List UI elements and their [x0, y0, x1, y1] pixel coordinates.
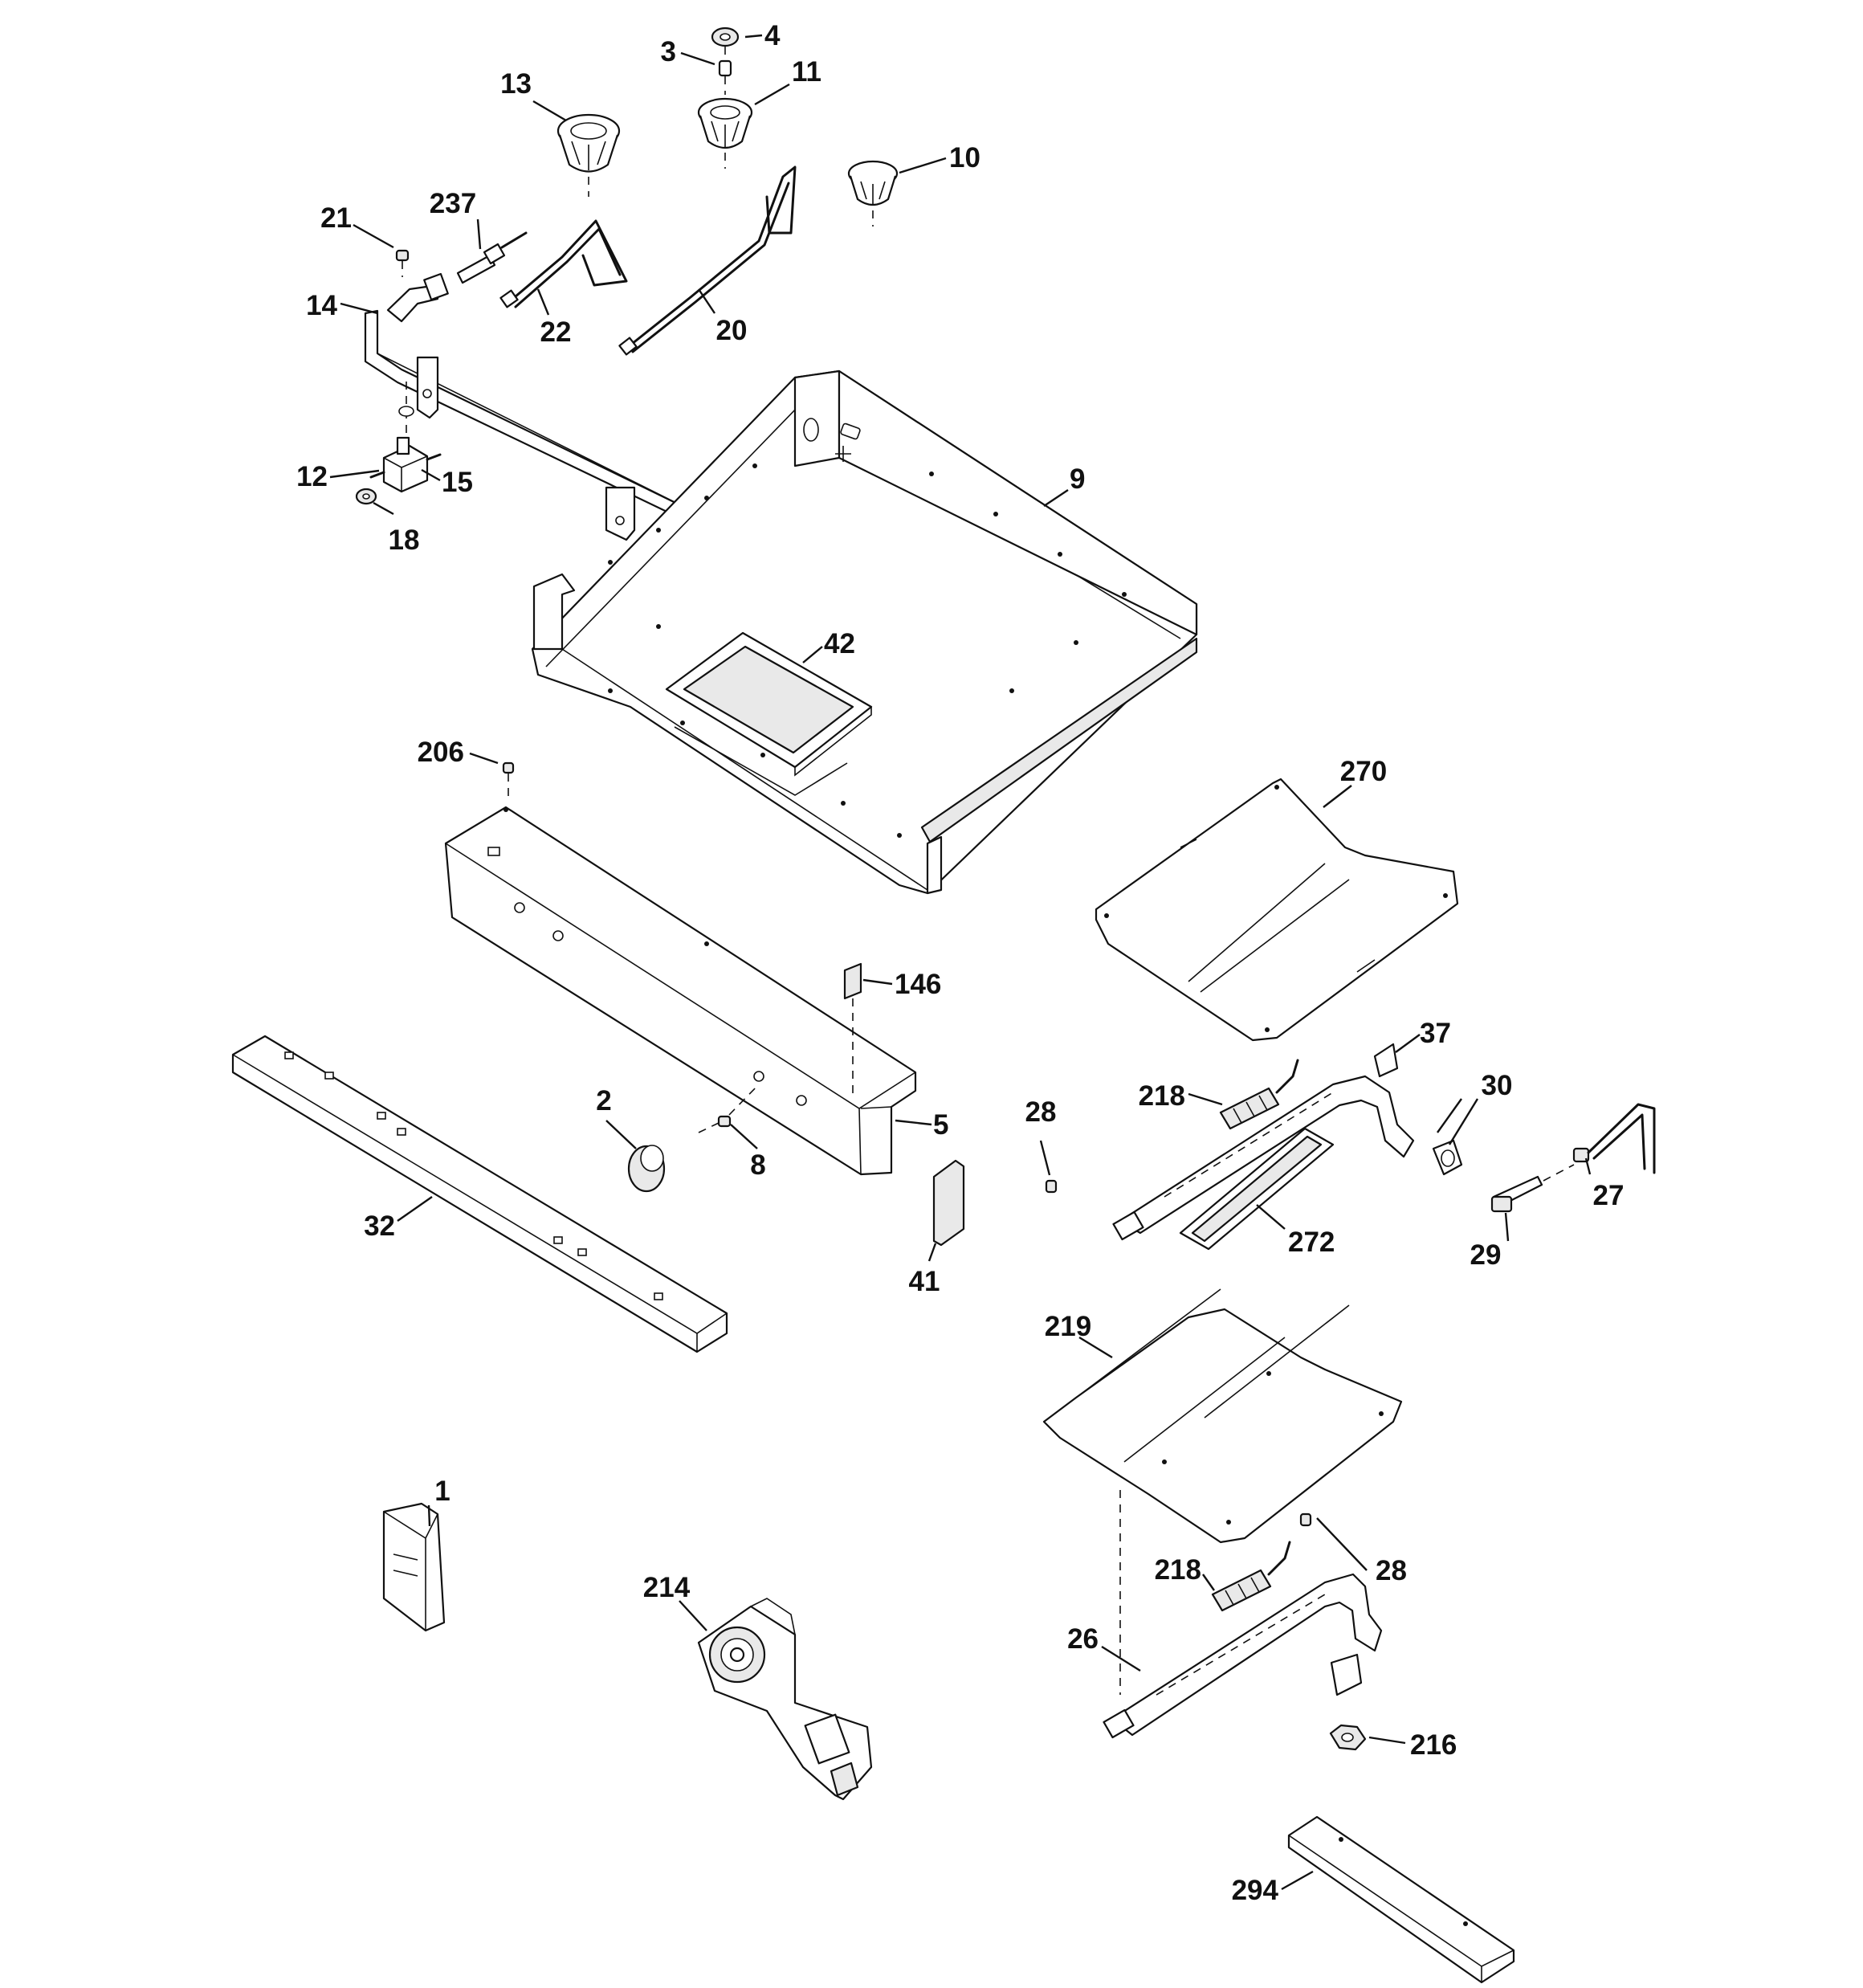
- callout-41: 41: [909, 1266, 940, 1297]
- burner-head-10: [847, 160, 899, 227]
- knob-2: [627, 1145, 666, 1193]
- callout-146: 146: [895, 969, 941, 1000]
- callout-3: 3: [661, 36, 676, 67]
- callout-214: 214: [643, 1572, 691, 1603]
- callout-4: 4: [764, 20, 781, 51]
- callout-1: 1: [434, 1476, 450, 1507]
- callout-9: 9: [1070, 463, 1085, 495]
- end-cap-41: [932, 1159, 965, 1247]
- screw-28-lower: [1299, 1512, 1312, 1527]
- callout-5: 5: [933, 1109, 948, 1141]
- literature-packet-1: [382, 1502, 446, 1632]
- igniter-218-upper: [1219, 1059, 1299, 1130]
- heat-shield-270: [1095, 778, 1459, 1042]
- burner-tube-22: [499, 219, 628, 308]
- callout-28-lower: 28: [1376, 1555, 1407, 1586]
- callout-labels: 4 3 11 13 10 21 237 14 22 20 12 15 18 9 …: [296, 20, 1624, 1906]
- orifice-holder-29: [1490, 1164, 1575, 1213]
- burner-head-11: [697, 97, 753, 169]
- callout-18: 18: [389, 525, 420, 556]
- callout-219: 219: [1045, 1311, 1091, 1342]
- callout-26: 26: [1067, 1623, 1099, 1655]
- callout-30: 30: [1482, 1070, 1513, 1101]
- callout-13: 13: [500, 68, 532, 100]
- callout-22: 22: [540, 316, 572, 348]
- orifice-3: [718, 59, 732, 95]
- igniter-218-lower: [1211, 1541, 1291, 1612]
- nut-216: [1329, 1724, 1367, 1751]
- washer-18: [355, 488, 377, 505]
- trim-strip-32: [231, 1035, 728, 1353]
- callout-28-upper: 28: [1025, 1096, 1057, 1128]
- callout-8: 8: [750, 1149, 765, 1181]
- callout-270: 270: [1340, 756, 1387, 787]
- leader-lines: [329, 34, 1592, 1891]
- callout-42: 42: [824, 628, 855, 659]
- burner-tube-20: [618, 165, 797, 356]
- callout-29: 29: [1470, 1239, 1502, 1271]
- callout-32: 32: [364, 1210, 395, 1242]
- nut-4: [711, 27, 740, 59]
- oven-valve-214: [697, 1598, 873, 1801]
- heat-shield-219: [1042, 1288, 1403, 1695]
- fitting-237: [456, 231, 528, 284]
- callout-294: 294: [1232, 1875, 1279, 1906]
- bracket-37: [1373, 1043, 1399, 1078]
- air-shutter-30: [1432, 1139, 1463, 1176]
- callout-11: 11: [792, 56, 821, 88]
- callout-237: 237: [430, 188, 476, 219]
- valve-bracket-12-15: [369, 382, 442, 493]
- callout-14: 14: [306, 290, 337, 321]
- callout-12: 12: [296, 461, 328, 492]
- callout-27: 27: [1593, 1180, 1625, 1211]
- fitting-27: [1572, 1103, 1656, 1174]
- callout-218-lower: 218: [1155, 1554, 1201, 1586]
- callout-21: 21: [320, 202, 352, 234]
- callout-20: 20: [716, 315, 748, 346]
- callout-272: 272: [1288, 1227, 1335, 1258]
- screw-206: [502, 761, 515, 799]
- flame-spreader-272: [1179, 1127, 1335, 1251]
- rail-294: [1287, 1815, 1515, 1984]
- callout-216: 216: [1410, 1729, 1457, 1761]
- burner-tube-upper: [1112, 1075, 1415, 1241]
- screw-21: [395, 249, 410, 277]
- callout-218-upper: 218: [1139, 1080, 1185, 1112]
- callout-2: 2: [596, 1085, 611, 1116]
- burner-tube-26: [1103, 1573, 1383, 1739]
- manifold-panel-5: [444, 806, 917, 1176]
- clip-146: [843, 962, 862, 1094]
- callout-37: 37: [1420, 1018, 1451, 1049]
- callout-15: 15: [442, 467, 473, 498]
- manifold-pipe-14: [364, 272, 700, 541]
- callout-10: 10: [949, 142, 980, 173]
- screw-28-upper: [1045, 1179, 1058, 1194]
- screw-8: [698, 1084, 760, 1133]
- callout-206: 206: [418, 737, 464, 768]
- burner-head-13: [556, 113, 621, 197]
- burner-box-42: [665, 631, 873, 796]
- burner-box-9: [531, 369, 1198, 895]
